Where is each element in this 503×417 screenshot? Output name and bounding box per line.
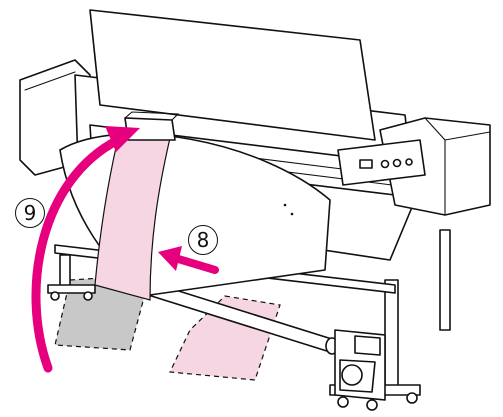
curved-feed-arrowhead (105, 126, 140, 152)
media-sheet-pink (94, 129, 171, 301)
curved-feed-arrow (31, 135, 123, 373)
step-9-label: 9 (15, 198, 45, 228)
take-up-unit (334, 329, 386, 401)
straight-pull-arrowhead (158, 246, 182, 271)
printer-stand (47, 229, 451, 411)
step-8-number: 8 (196, 228, 210, 252)
step-9-number: 9 (23, 201, 37, 225)
step-8-label: 8 (188, 225, 218, 255)
straight-pull-arrow (171, 254, 219, 274)
